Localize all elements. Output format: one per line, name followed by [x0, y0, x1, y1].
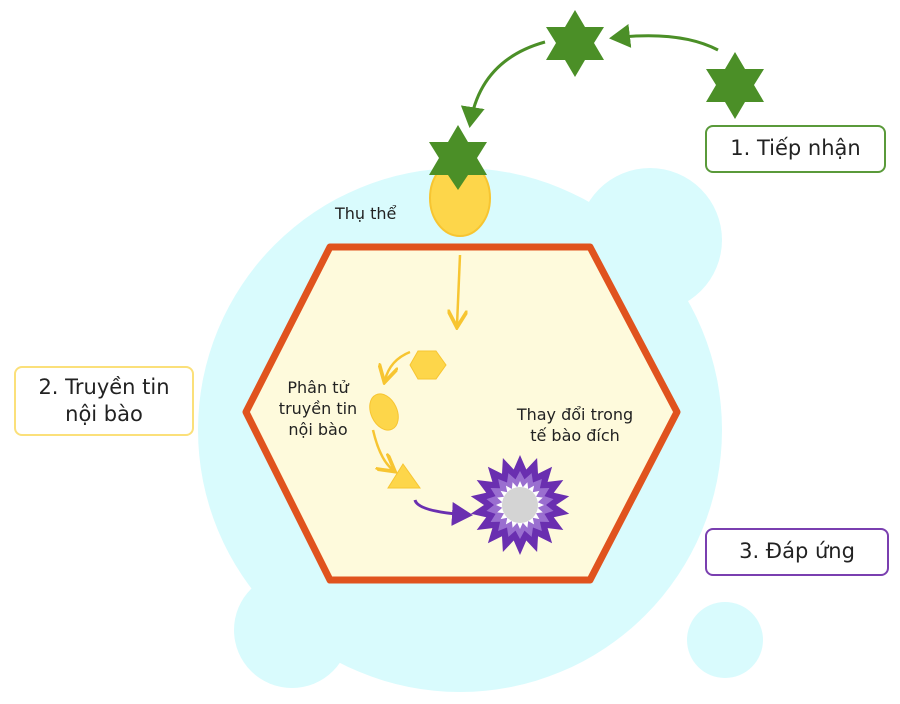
- relay-triangle: [387, 463, 421, 489]
- transduction-arrow-2: [385, 350, 411, 380]
- messenger-label: Phân tử truyền tin nội bào: [268, 378, 368, 440]
- transduction-arrow-1: [457, 254, 460, 325]
- signal-arrow-1: [609, 23, 719, 52]
- change-line-1: Thay đổi trong: [516, 405, 634, 424]
- messenger-line-3: nội bào: [288, 419, 348, 439]
- signal-arrow-2: [460, 40, 546, 128]
- transduction-line-2: nội bào: [65, 402, 143, 426]
- response-arrow: [413, 499, 473, 526]
- transduction-line-1: 2. Truyền tin: [38, 374, 170, 399]
- stage-transduction-label: 2. Truyền tin nội bào: [14, 366, 194, 436]
- burst-layer-3: [502, 487, 538, 523]
- change-line-2: tế bào đích: [530, 425, 620, 445]
- cell-membrane: [242, 243, 681, 584]
- relay-hexagon: [409, 350, 447, 380]
- receptor-label: Thụ thể: [335, 204, 397, 223]
- change-label: Thay đổi trong tế bào đích: [495, 405, 655, 447]
- messenger-line-2: truyền tin: [278, 398, 358, 418]
- transduction-arrow-3: [371, 429, 393, 470]
- cell-response-burst: [470, 455, 570, 555]
- stage-reception-label: 1. Tiếp nhận: [705, 125, 886, 173]
- relay-oval: [369, 393, 399, 431]
- signal-molecule-star: [429, 10, 764, 190]
- stage-response-label: 3. Đáp ứng: [705, 528, 889, 576]
- messenger-line-1: Phân tử: [287, 378, 349, 397]
